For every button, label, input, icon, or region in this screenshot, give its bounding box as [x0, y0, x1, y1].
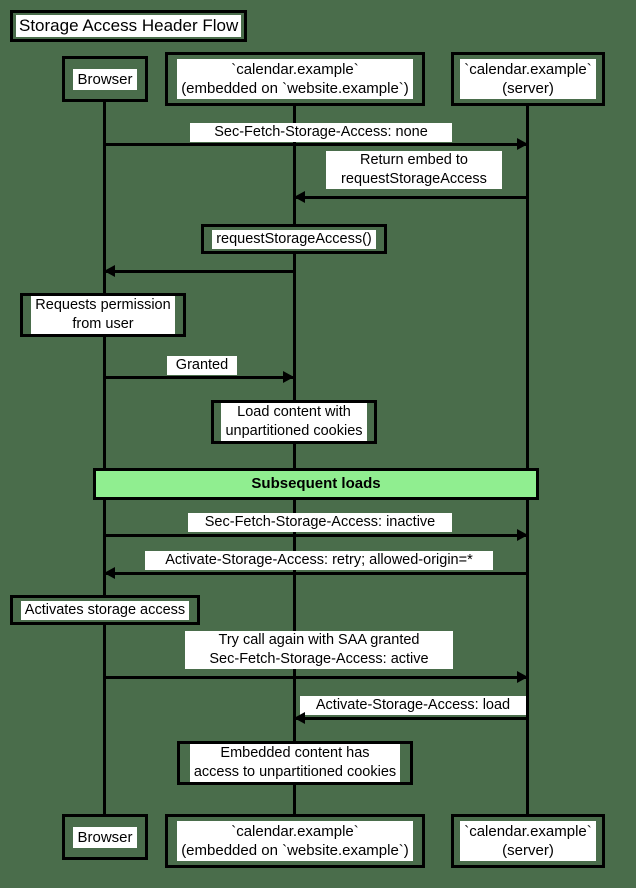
arrow-head-right-icon: [517, 671, 528, 683]
arrow-head-right-icon: [517, 138, 528, 150]
message-line-sec-fetch-inactive: [104, 534, 528, 537]
note-embedded-content-access-label: Embedded content has access to unpartiti…: [189, 744, 401, 782]
message-line-sec-fetch-none: [104, 143, 528, 146]
message-label-activate-retry: Activate-Storage-Access: retry; allowed-…: [145, 551, 493, 570]
participant-browser-top[interactable]: Browser: [62, 56, 148, 102]
diagram-title-box: Storage Access Header Flow: [10, 10, 248, 42]
participant-server-top[interactable]: `calendar.example` (server): [451, 52, 605, 106]
note-embedded-content-access: Embedded content has access to unpartiti…: [177, 741, 413, 785]
message-line-embed-to-browser: [104, 270, 294, 273]
arrow-head-right-icon: [283, 371, 294, 383]
divider-subsequent-loads: Subsequent loads: [93, 468, 539, 500]
message-label-sec-fetch-inactive: Sec-Fetch-Storage-Access: inactive: [188, 513, 452, 532]
arrow-head-left-icon: [294, 712, 305, 724]
note-activates-storage-access-label: Activates storage access: [20, 600, 190, 620]
message-line-activate-retry: [104, 572, 528, 575]
divider-subsequent-loads-label: Subsequent loads: [251, 475, 381, 492]
message-label-granted: Granted: [167, 356, 237, 375]
note-requests-permission-label: Requests permission from user: [31, 296, 175, 334]
participant-server-bottom[interactable]: `calendar.example` (server): [451, 814, 605, 868]
lifeline-browser: [103, 102, 106, 814]
note-load-content: Load content with unpartitioned cookies: [211, 400, 377, 444]
participant-browser-bottom-label: Browser: [73, 826, 137, 848]
participant-embed-top-label: `calendar.example` (embedded on `website…: [177, 59, 413, 99]
arrow-head-left-icon: [294, 191, 305, 203]
note-request-storage-access-label: requestStorageAccess(): [212, 229, 376, 249]
lifeline-server: [526, 106, 529, 814]
message-label-sec-fetch-none: Sec-Fetch-Storage-Access: none: [190, 123, 452, 142]
diagram-title: Storage Access Header Flow: [16, 15, 242, 37]
arrow-head-left-icon: [104, 265, 115, 277]
note-load-content-label: Load content with unpartitioned cookies: [221, 403, 367, 441]
message-label-try-call-again: Try call again with SAA granted Sec-Fetc…: [185, 631, 453, 669]
note-request-storage-access: requestStorageAccess(): [201, 224, 387, 254]
participant-embed-bottom-label: `calendar.example` (embedded on `website…: [177, 821, 413, 861]
message-line-activate-load: [294, 717, 528, 720]
participant-server-top-label: `calendar.example` (server): [460, 59, 596, 99]
message-line-return-embed: [294, 196, 528, 199]
participant-embed-bottom[interactable]: `calendar.example` (embedded on `website…: [165, 814, 425, 868]
lifeline-embed: [293, 106, 296, 814]
message-label-activate-load: Activate-Storage-Access: load: [300, 696, 526, 715]
note-requests-permission: Requests permission from user: [20, 293, 186, 337]
message-line-granted: [104, 376, 294, 379]
participant-embed-top[interactable]: `calendar.example` (embedded on `website…: [165, 52, 425, 106]
note-activates-storage-access: Activates storage access: [10, 595, 200, 625]
participant-browser-top-label: Browser: [73, 68, 137, 90]
arrow-head-right-icon: [517, 529, 528, 541]
participant-browser-bottom[interactable]: Browser: [62, 814, 148, 860]
participant-server-bottom-label: `calendar.example` (server): [460, 821, 596, 861]
message-label-return-embed: Return embed to requestStorageAccess: [326, 151, 502, 189]
message-line-try-call-again: [104, 676, 528, 679]
arrow-head-left-icon: [104, 567, 115, 579]
